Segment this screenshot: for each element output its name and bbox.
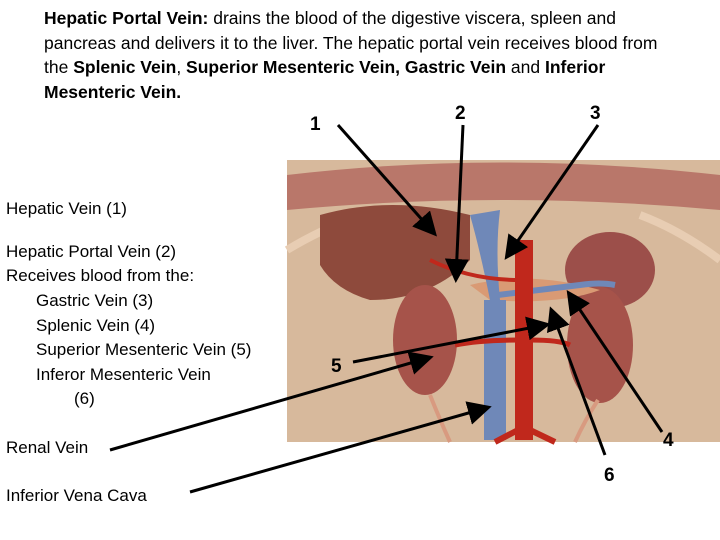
number-2: 2 [455,103,466,124]
diaphragm [287,162,720,210]
arrow-1 [336,124,437,237]
renal-artery-left [454,337,521,348]
arrow-4 [566,290,664,433]
intro-heading: Hepatic Portal Vein: [44,8,209,28]
ureter-left [428,394,452,443]
arrow-inferior-vena-cava [189,401,492,494]
arrow-3 [504,124,600,260]
iliac-artery-left [493,427,520,445]
intro-and: and [506,57,545,77]
intro-splenic: Splenic Vein [73,57,177,77]
intro-comma: , [176,57,187,77]
arrow-2 [444,124,469,283]
rib-right [638,211,720,264]
number-4: 4 [663,430,674,451]
label-splenic: Splenic Vein (4) [36,316,156,335]
intro-paragraph: Hepatic Portal Vein: drains the blood of… [44,6,684,104]
aorta [515,240,533,440]
arrow-renal-vein [109,351,434,452]
label-imv-number: (6) [74,389,95,408]
arrow-5 [352,316,551,364]
label-inferior-vena-cava: Inferior Vena Cava [6,486,147,505]
label-smv: Superior Mesenteric Vein (5) [36,340,252,359]
iliac-artery-right [528,427,557,445]
number-5: 5 [331,356,342,377]
label-hepatic-portal-vein: Hepatic Portal Vein (2) [6,242,177,261]
intro-text: drains the blood of the digestive viscer… [44,8,658,77]
intro-smv: Superior Mesenteric Vein, Gastric Vein [186,57,507,77]
hepatic-artery [429,258,521,282]
label-receives: Receives blood from the: [6,266,195,285]
number-3: 3 [590,103,601,124]
intro-imv: Inferior Mesenteric Vein. [44,57,606,102]
label-hepatic-vein: Hepatic Vein (1) [6,199,127,218]
arrow-6 [547,306,607,456]
ureter-right [573,398,600,443]
label-gastric: Gastric Vein (3) [36,291,154,310]
number-6: 6 [604,465,615,486]
label-renal-vein: Renal Vein [6,438,89,457]
number-1: 1 [310,114,321,135]
label-imv: Inferor Mesenteric Vein [36,365,211,384]
